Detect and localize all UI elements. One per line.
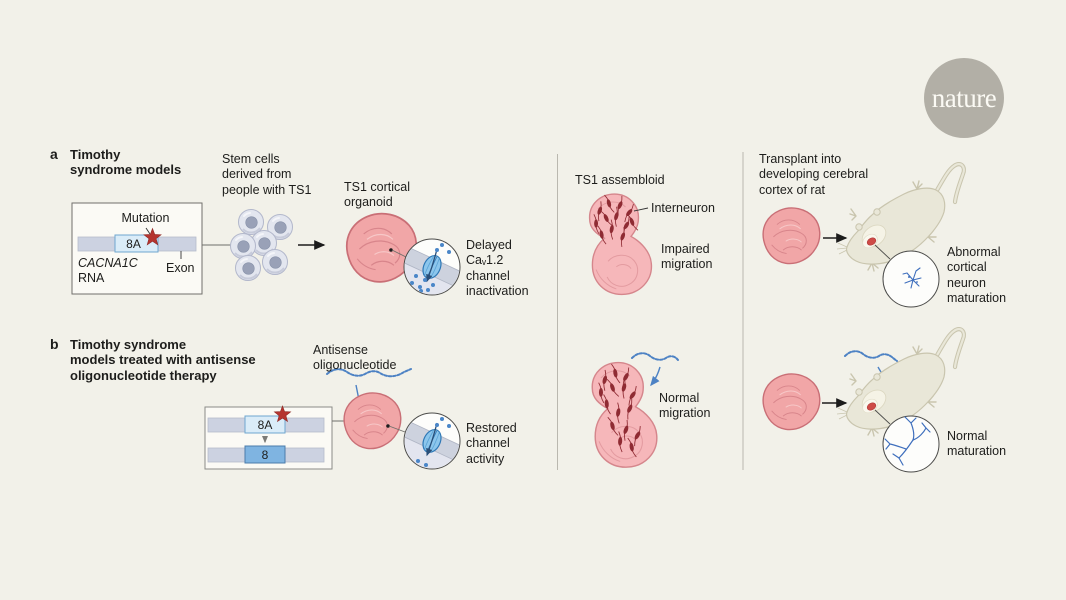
channel-inset-delayed bbox=[403, 238, 461, 296]
mutation-box bbox=[71, 202, 203, 295]
exon-8a-chip-b bbox=[244, 415, 286, 434]
rat-a-inset-line bbox=[874, 244, 891, 260]
stem-cells-caption: Stem cells derived from people with TS1 bbox=[222, 152, 312, 197]
exon-8a-label: 8A bbox=[126, 237, 141, 251]
aso-squiggle-assembloid bbox=[631, 352, 679, 387]
organoid-a-caption: TS1 cortical organoid bbox=[344, 180, 410, 210]
organoid-transplant-b bbox=[762, 373, 821, 431]
organoid-b-illustration bbox=[343, 392, 402, 450]
rat-b-inset-line bbox=[874, 409, 891, 425]
mutation-label: Mutation bbox=[121, 211, 170, 225]
panel-a-label: a bbox=[50, 146, 58, 162]
assembloid-caption: TS1 assembloid bbox=[575, 173, 665, 187]
interneuron-label: Interneuron bbox=[651, 201, 715, 215]
restored-caption: Restored channel activity bbox=[466, 421, 517, 466]
exon-8-label: 8 bbox=[261, 448, 269, 462]
panel-b-title: Timothy syndrome models treated with ant… bbox=[70, 337, 256, 383]
exon-label: Exon bbox=[166, 261, 195, 275]
gene-rna-label: CACNA1C RNA bbox=[78, 256, 138, 286]
normal-migration-caption: Normal migration bbox=[659, 391, 711, 421]
assembloid-b-illustration bbox=[591, 361, 658, 468]
gene-name: CACNA1C bbox=[78, 256, 138, 270]
transplant-caption: Transplant into developing cerebral cort… bbox=[759, 152, 869, 197]
nature-logo: nature bbox=[924, 58, 1004, 138]
splice-box bbox=[204, 405, 333, 470]
organoid-a-inset-line bbox=[391, 249, 407, 258]
impaired-migration-caption: Impaired migration bbox=[661, 242, 713, 272]
neuron-inset-abnormal bbox=[882, 250, 940, 308]
rna-label: RNA bbox=[78, 271, 105, 285]
organoid-transplant-a bbox=[762, 207, 821, 265]
normal-maturation-caption: Normal maturation bbox=[947, 429, 1007, 459]
stem-cell-cluster bbox=[229, 208, 294, 282]
exon-8a-chip bbox=[114, 234, 159, 253]
neuron-inset-normal bbox=[882, 415, 940, 473]
channel-inset-restored bbox=[403, 412, 461, 470]
panel-a-title: Timothy syndrome models bbox=[70, 147, 182, 178]
nature-logo-text: nature bbox=[931, 82, 997, 113]
exon-8-chip bbox=[244, 445, 286, 464]
channel-a-caption: Delayed Caᵥ1.2 channel inactivation bbox=[466, 238, 529, 298]
organoid-b-inset-line bbox=[388, 425, 406, 433]
abnormal-maturation-caption: Abnormal cortical neuron maturation bbox=[947, 245, 1007, 305]
panel-b-label: b bbox=[50, 336, 59, 352]
exon-8a-label-b: 8A bbox=[257, 418, 273, 432]
interneuron-pointer-line bbox=[633, 207, 649, 212]
aso-caption: Antisense oligonucleotide bbox=[313, 343, 397, 373]
